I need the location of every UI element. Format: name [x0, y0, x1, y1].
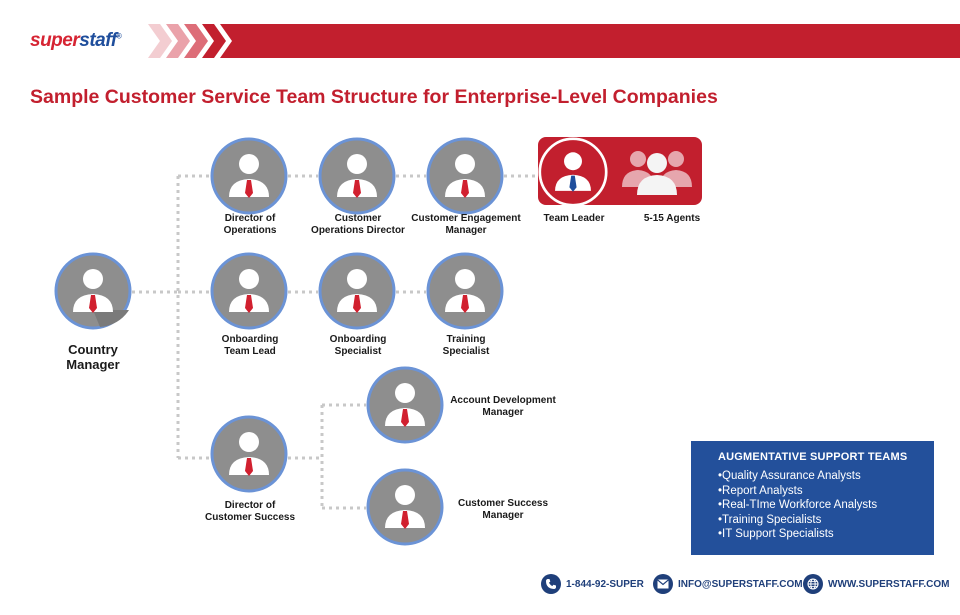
footer-phone[interactable]: 1-844-92-SUPER [541, 573, 644, 595]
customer-success-manager-node [366, 468, 444, 546]
list-item: IT Support Specialists [718, 527, 934, 542]
footer-email[interactable]: INFO@SUPERSTAFF.COM [653, 573, 803, 595]
person-icon [210, 137, 288, 215]
director-customer-success-node [210, 415, 288, 493]
phone-number[interactable]: 1-844-92-SUPER [566, 578, 644, 590]
email-address[interactable]: INFO@SUPERSTAFF.COM [678, 578, 803, 590]
director-operations-node [210, 137, 288, 215]
person-icon [318, 137, 396, 215]
list-item: Report Analysts [718, 484, 934, 499]
augmentative-support-panel: AUGMENTATIVE SUPPORT TEAMS Quality Assur… [691, 441, 934, 555]
onboarding-specialist-node [318, 252, 396, 330]
account-development-manager-node [366, 366, 444, 444]
page-title: Sample Customer Service Team Structure f… [30, 86, 718, 108]
list-item: Quality Assurance Analysts [718, 469, 934, 484]
website-url[interactable]: WWW.SUPERSTAFF.COM [828, 578, 950, 590]
footer-website[interactable]: WWW.SUPERSTAFF.COM [803, 573, 949, 595]
superstaff-logo: superstaff® [30, 30, 122, 51]
person-icon [366, 468, 444, 546]
customer-operations-director-node [318, 137, 396, 215]
list-item: Training Specialists [718, 513, 934, 528]
agents-label: 5-15 Agents [643, 213, 701, 224]
augmentative-support-title: AUGMENTATIVE SUPPORT TEAMS [718, 451, 908, 463]
person-icon [210, 252, 288, 330]
person-icon [210, 415, 288, 493]
phone-icon [541, 574, 561, 594]
envelope-icon [653, 574, 673, 594]
training-specialist-node [426, 252, 504, 330]
team-leader-node [538, 137, 608, 207]
header-banner [148, 24, 960, 58]
person-icon [538, 137, 608, 207]
group-icon [618, 147, 696, 197]
list-item: Real-TIme Workforce Analysts [718, 498, 934, 513]
globe-icon [803, 574, 823, 594]
person-icon [426, 252, 504, 330]
augmentative-support-list: Quality Assurance Analysts Report Analys… [718, 469, 934, 542]
person-icon [426, 137, 504, 215]
person-icon [366, 366, 444, 444]
person-icon [54, 252, 132, 330]
team-leader-label: Team Leader [543, 213, 605, 224]
onboarding-team-lead-node [210, 252, 288, 330]
country-manager-node [54, 252, 132, 330]
customer-engagement-manager-node [426, 137, 504, 215]
person-icon [318, 252, 396, 330]
